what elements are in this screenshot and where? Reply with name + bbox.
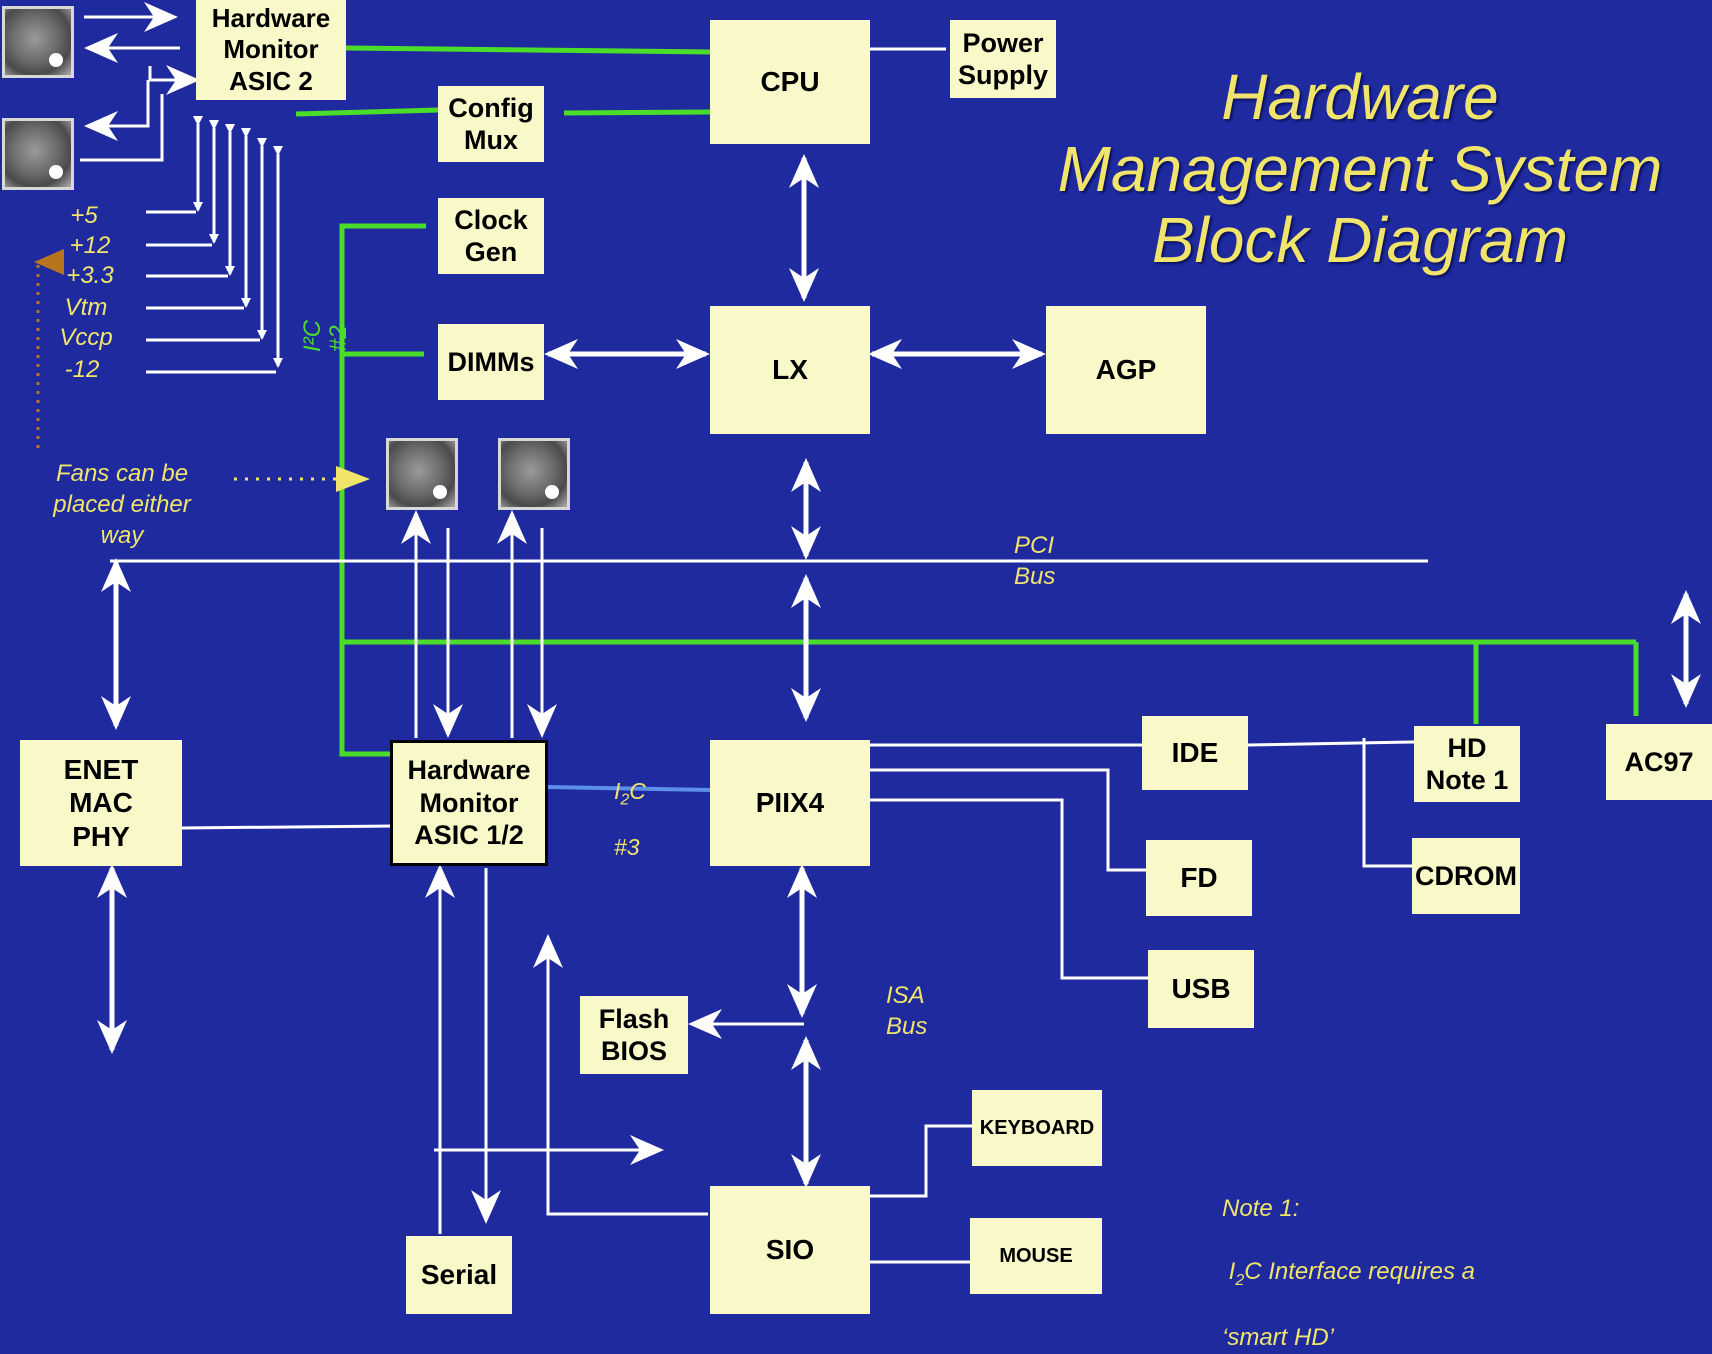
- block-label: DIMMs: [448, 346, 535, 378]
- rail-label: Vccp: [46, 324, 126, 352]
- hw-monitor-asic2-block: Hardware Monitor ASIC 2: [196, 0, 346, 100]
- keyboard-block: KEYBOARD: [972, 1090, 1102, 1166]
- block-diagram: Hardware Management System Block Diagram…: [0, 0, 1712, 1316]
- block-label: SIO: [766, 1233, 814, 1267]
- cdrom-block: CDROM: [1412, 838, 1520, 914]
- block-label: Serial: [421, 1258, 497, 1292]
- power-supply-block: Power Supply: [950, 20, 1056, 98]
- block-label: IDE: [1172, 736, 1219, 770]
- ide-block: IDE: [1142, 716, 1248, 790]
- block-label: Hardware Monitor ASIC 2: [212, 3, 331, 97]
- block-label: CDROM: [1415, 860, 1517, 892]
- rail-label: Vtm: [46, 294, 126, 322]
- diagram-title: Hardware Management System Block Diagram: [1040, 62, 1680, 277]
- note1-body: C Interface requires a: [1244, 1258, 1475, 1285]
- usb-block: USB: [1148, 950, 1254, 1028]
- block-label: ENET MAC PHY: [64, 753, 139, 854]
- lx-block: LX: [710, 306, 870, 434]
- block-label: Flash BIOS: [599, 1003, 670, 1068]
- block-label: CPU: [760, 65, 819, 99]
- config-mux-block: Config Mux: [438, 86, 544, 162]
- agp-block: AGP: [1046, 306, 1206, 434]
- block-label: MOUSE: [999, 1244, 1072, 1268]
- mouse-block: MOUSE: [970, 1218, 1102, 1294]
- rail-label: +3.3: [50, 262, 130, 290]
- flash-bios-block: Flash BIOS: [580, 996, 688, 1074]
- note1-line3: ‘smart HD’: [1222, 1324, 1334, 1351]
- dimms-block: DIMMs: [438, 324, 544, 400]
- block-label: Config Mux: [448, 92, 533, 157]
- piix4-block: PIIX4: [710, 740, 870, 866]
- fan-icon: [498, 438, 570, 510]
- clock-gen-block: Clock Gen: [438, 198, 544, 274]
- hw-monitor-asic12-block: Hardware Monitor ASIC 1/2: [390, 740, 548, 866]
- block-label: HD Note 1: [1426, 732, 1509, 797]
- fans-note: Fans can be placed either way: [34, 458, 210, 552]
- block-label: Clock Gen: [454, 204, 528, 269]
- pci-bus-label: PCI Bus: [1014, 530, 1055, 592]
- block-label: Hardware Monitor ASIC 1/2: [407, 754, 530, 851]
- block-label: FD: [1180, 861, 1217, 895]
- cpu-block: CPU: [710, 20, 870, 144]
- note1-title: Note 1:: [1222, 1195, 1299, 1222]
- rail-label: -12: [42, 356, 122, 384]
- block-label: Power Supply: [958, 27, 1048, 92]
- note1-pre: I: [1222, 1258, 1235, 1285]
- block-label: PIIX4: [756, 786, 824, 820]
- fan-icon: [2, 6, 74, 78]
- block-label: LX: [772, 353, 808, 387]
- isa-bus-label: ISA Bus: [886, 980, 927, 1042]
- block-label: KEYBOARD: [980, 1116, 1094, 1140]
- enet-block: ENET MAC PHY: [20, 740, 182, 866]
- sio-block: SIO: [710, 1186, 870, 1314]
- fan-icon: [2, 118, 74, 190]
- serial-block: Serial: [406, 1236, 512, 1314]
- i2c3-label-num: #3: [614, 834, 640, 860]
- i2c3-label-sub: 2: [620, 792, 629, 809]
- fd-block: FD: [1146, 840, 1252, 916]
- block-label: AGP: [1096, 353, 1157, 387]
- fan-icon: [386, 438, 458, 510]
- note1-sub: 2: [1235, 1271, 1244, 1288]
- i2c3-label: I2C #3: [614, 754, 646, 860]
- rail-label: +5: [44, 202, 124, 230]
- ac97-block: AC97: [1606, 724, 1712, 800]
- i2c2-label: I²C #2: [300, 272, 353, 352]
- i2c3-label-c: C: [629, 778, 646, 804]
- hd-block: HD Note 1: [1414, 726, 1520, 802]
- rail-label: +12: [50, 232, 130, 260]
- block-label: USB: [1171, 972, 1230, 1006]
- note1: Note 1: I2C Interface requires a ‘smart …: [1222, 1162, 1475, 1354]
- block-label: AC97: [1624, 746, 1693, 778]
